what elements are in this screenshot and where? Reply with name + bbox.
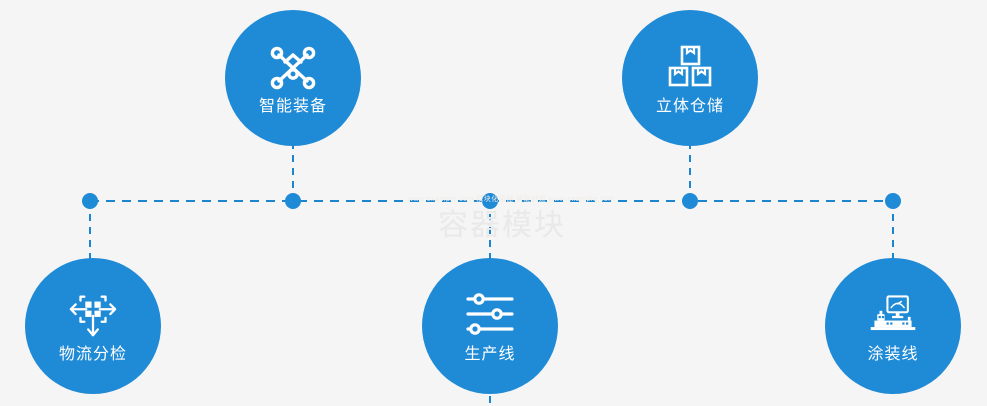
node-painting-circle[interactable]: 涂装线 (825, 258, 961, 394)
node-logistics-circle[interactable]: 物流分检 (25, 258, 161, 394)
spine-node-painting[interactable] (885, 193, 901, 209)
node-painting-label: 涂装线 (867, 344, 919, 363)
node-equipment-label: 智能装备 (258, 96, 327, 115)
spine-node-production[interactable] (482, 193, 498, 209)
node-production-circle[interactable]: 生产线 (422, 258, 558, 394)
network-nodes-icon (267, 42, 319, 92)
node-production-label: 生产线 (464, 344, 516, 363)
sliders-icon (464, 290, 516, 340)
node-equipment-circle[interactable]: 智能装备 (225, 10, 361, 146)
spine-node-warehouse[interactable] (682, 193, 698, 209)
stacked-boxes-icon (664, 42, 716, 92)
node-warehouse-label: 立体仓储 (655, 96, 724, 115)
sorting-arrows-icon (67, 290, 119, 340)
spine-node-logistics[interactable] (82, 193, 98, 209)
spine-node-equipment[interactable] (285, 193, 301, 209)
node-warehouse-circle[interactable]: 立体仓储 (622, 10, 758, 146)
node-logistics-label: 物流分检 (58, 344, 127, 363)
factory-monitor-icon (867, 290, 919, 340)
